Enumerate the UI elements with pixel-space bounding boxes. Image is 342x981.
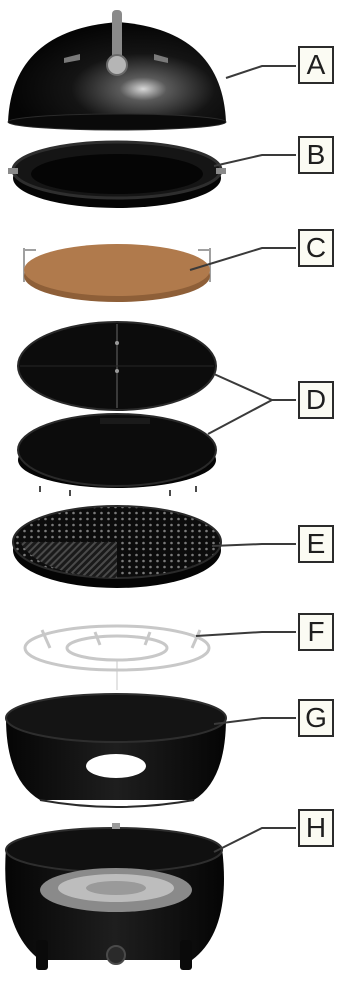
leader-line-f bbox=[196, 632, 296, 636]
frying-pan-part bbox=[8, 142, 226, 208]
leader-line-h bbox=[214, 828, 296, 852]
flame-tamer-part bbox=[13, 506, 221, 588]
leader-line-a bbox=[226, 66, 296, 78]
pot-support-part bbox=[25, 626, 209, 690]
fire-bowl-part bbox=[6, 694, 226, 807]
callout-label-f: F bbox=[298, 613, 334, 651]
callout-label-c: C bbox=[298, 229, 334, 267]
lid-part bbox=[8, 10, 226, 130]
callout-label-h: H bbox=[298, 809, 334, 847]
grill-plate-upper bbox=[18, 322, 216, 410]
leader-line-d1 bbox=[214, 374, 296, 400]
callout-label-a: A bbox=[298, 46, 334, 84]
callout-label-g: G bbox=[298, 699, 334, 737]
callout-label-d: D bbox=[298, 381, 334, 419]
pizza-stone-part bbox=[24, 244, 210, 302]
callout-label-e: E bbox=[298, 525, 334, 563]
base-part bbox=[5, 823, 224, 970]
leader-line-e bbox=[212, 544, 296, 546]
leader-line-d2 bbox=[208, 400, 272, 434]
callout-label-b: B bbox=[298, 136, 334, 174]
leader-line-b bbox=[214, 155, 296, 166]
grill-plate-lower bbox=[18, 414, 216, 496]
